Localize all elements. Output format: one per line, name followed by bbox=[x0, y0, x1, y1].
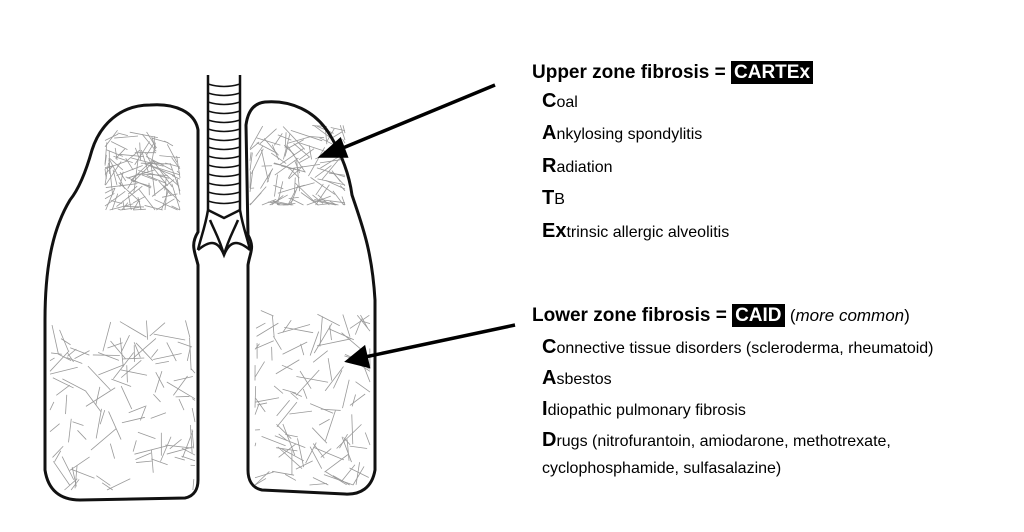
item-text: trinsic allergic alveolitis bbox=[566, 224, 730, 241]
item-initial: Ex bbox=[542, 220, 567, 242]
item-text: B bbox=[554, 191, 565, 208]
item-text: adiation bbox=[556, 159, 613, 176]
item-text: sbestos bbox=[556, 371, 612, 388]
arrows bbox=[317, 83, 516, 369]
fibrosis-hatching bbox=[49, 124, 371, 491]
item-initial: C bbox=[542, 90, 557, 112]
upper-list-item: Extrinsic allergic alveolitis bbox=[542, 220, 729, 243]
upper-arrow bbox=[337, 83, 496, 152]
upper-arrowhead bbox=[317, 136, 349, 158]
left-lung-outline bbox=[43, 103, 200, 502]
upper-acronym: CARTEx bbox=[731, 61, 814, 84]
upper-zone-heading: Upper zone fibrosis = CARTEx bbox=[532, 61, 814, 84]
lower-zone-heading: Lower zone fibrosis = CAID (more common) bbox=[532, 304, 910, 327]
item-initial: D bbox=[542, 429, 557, 451]
item-text: rugs (nitrofurantoin, amiodarone, methot… bbox=[556, 433, 891, 450]
lower-acronym: CAID bbox=[732, 304, 785, 327]
lower-note: more common bbox=[795, 306, 905, 325]
item-text: diopathic pulmonary fibrosis bbox=[547, 402, 746, 419]
upper-list-item: Coal bbox=[542, 90, 578, 113]
item-text: nkylosing spondylitis bbox=[556, 126, 703, 143]
item-initial: R bbox=[542, 155, 557, 177]
item-initial: C bbox=[542, 336, 557, 358]
upper-list-item: TB bbox=[542, 187, 565, 210]
lower-arrow bbox=[364, 323, 516, 359]
lower-list-item: Drugs (nitrofurantoin, amiodarone, metho… bbox=[542, 429, 891, 452]
item-text: cyclophosphamide, sulfasalazine) bbox=[542, 460, 782, 477]
lower-arrowhead bbox=[344, 344, 371, 369]
upper-list-item: Ankylosing spondylitis bbox=[542, 122, 702, 145]
lower-list-item: Connective tissue disorders (scleroderma… bbox=[542, 336, 934, 359]
trachea bbox=[196, 75, 252, 259]
item-text: oal bbox=[556, 94, 578, 111]
lower-list-item: Idiopathic pulmonary fibrosis bbox=[542, 398, 746, 421]
item-initial: I bbox=[542, 398, 548, 420]
item-initial: T bbox=[542, 187, 555, 209]
upper-list-item: Radiation bbox=[542, 155, 613, 178]
item-initial: A bbox=[542, 122, 557, 144]
right-lung-outline bbox=[244, 100, 377, 496]
lower-list-item: cyclophosphamide, sulfasalazine) bbox=[542, 456, 781, 479]
item-initial: A bbox=[542, 367, 557, 389]
lower-list-item: Asbestos bbox=[542, 367, 612, 390]
item-text: onnective tissue disorders (scleroderma,… bbox=[556, 340, 934, 357]
